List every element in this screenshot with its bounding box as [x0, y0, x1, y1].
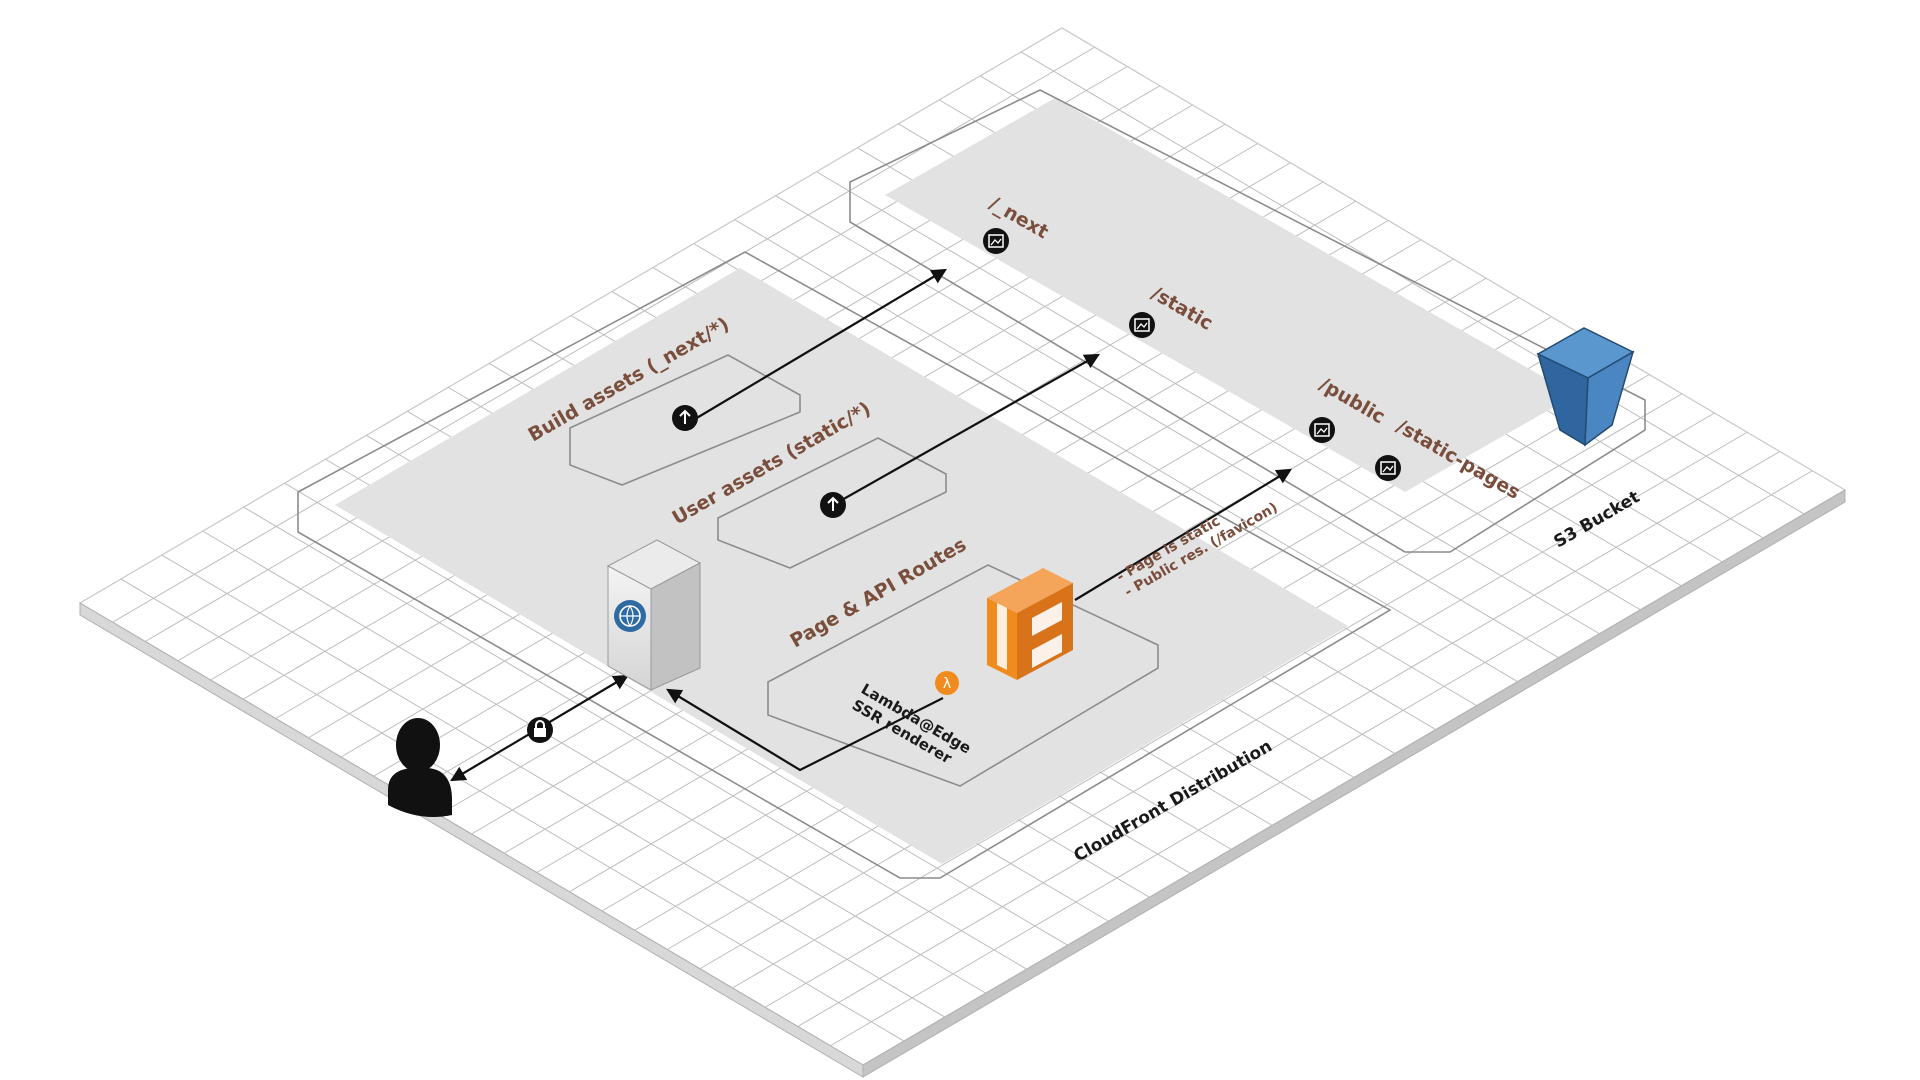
image-icon [1375, 455, 1401, 481]
image-icon [1309, 417, 1335, 443]
s3-bucket-icon [1536, 327, 1635, 447]
build-assets-to-next-arrow [689, 268, 947, 423]
user-assets-to-static-arrow [832, 353, 1101, 506]
grid-line [732, 412, 1715, 989]
cloudfront-zone [297, 251, 1392, 879]
flow-arrows [450, 268, 1292, 782]
user-assets-box [717, 437, 948, 570]
grid-line [1020, 51, 1805, 515]
image-icon [983, 228, 1009, 254]
grid-line [764, 431, 1748, 1008]
svg-text:λ: λ [943, 676, 951, 692]
cloudfront-server-icon [606, 539, 702, 691]
lock-icon [527, 717, 553, 743]
grid-line [797, 451, 1781, 1027]
user-icon [388, 718, 452, 818]
lambda-badge-icon: λ [935, 671, 959, 695]
lambda-icon [987, 568, 1073, 680]
lambda-to-public-arrow [1074, 468, 1292, 601]
upload-arrow-icon [820, 492, 846, 518]
build-assets-box [569, 354, 801, 486]
lambda-to-cloudfront-arrow [666, 688, 944, 772]
grid-line [830, 470, 1813, 1047]
image-icon [1129, 312, 1155, 338]
upload-arrow-icon [672, 405, 698, 431]
